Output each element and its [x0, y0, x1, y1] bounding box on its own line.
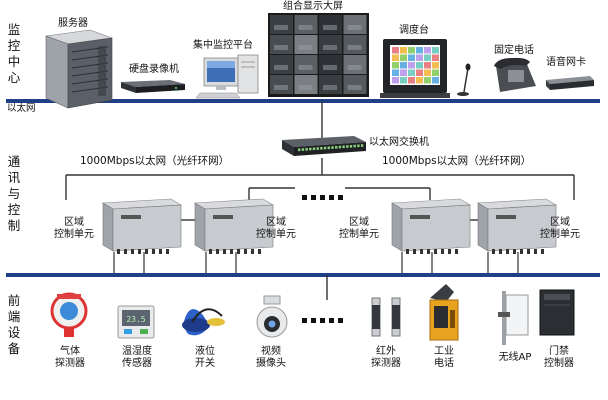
voice-card-label: 语音网卡 [546, 57, 586, 68]
control-unit-label-2: 区域控制单元 [256, 217, 296, 240]
videowall-label: 组合显示大屏 [283, 1, 343, 12]
pc-workstation-icon [195, 54, 259, 99]
ir-label: 红外探测器 [371, 346, 401, 369]
controller-drop-lines [113, 252, 519, 273]
area-control-unit-icon [391, 198, 471, 254]
dvr-label: 硬盘录像机 [129, 64, 179, 75]
server-label: 服务器 [58, 18, 88, 29]
control-unit-label-4: 区域控制单元 [540, 217, 580, 240]
layer-label-comm: 通讯与控制 [7, 154, 21, 233]
infrared-detector-icon [371, 297, 401, 337]
platform-label: 集中监控平台 [193, 40, 253, 51]
ring-label-left: 1000Mbps以太网（光纤环网） [80, 155, 230, 167]
camera-label: 视频摄像头 [256, 346, 286, 369]
ap-label: 无线AP [498, 352, 532, 363]
dispatch-label: 调度台 [399, 25, 429, 36]
ethernet-label: 以太网 [7, 103, 36, 114]
server-icon [45, 29, 113, 109]
ptz-camera-icon [256, 295, 288, 338]
dispatch-console-icon [380, 39, 471, 98]
gas-label: 气体探测器 [55, 346, 85, 369]
access-controller-icon [539, 289, 575, 336]
area-control-unit-icon [102, 198, 182, 254]
ind-phone-label: 工业电话 [434, 346, 454, 369]
control-unit-label-1: 区域控制单元 [54, 217, 94, 240]
industrial-phone-icon [429, 284, 459, 341]
temp-humidity-sensor-icon: 23.5 [117, 305, 155, 339]
liquid-level-switch-icon [182, 308, 225, 336]
wireless-ap-icon [498, 291, 529, 345]
ethernet-switch-icon [282, 136, 366, 156]
gas-detector-icon [50, 292, 88, 337]
control-unit-label-3: 区域控制单元 [339, 217, 379, 240]
temp-label: 温湿度传感器 [122, 346, 152, 369]
ring-label-right: 1000Mbps以太网（光纤环网） [382, 155, 532, 167]
layer-label-monitor: 监控中心 [7, 22, 21, 85]
svg-text:23.5: 23.5 [126, 315, 145, 324]
switch-label: 以太网交换机 [369, 137, 429, 148]
access-label: 门禁控制器 [544, 346, 574, 369]
ring-ellipsis [302, 195, 343, 200]
front-ellipsis [302, 318, 343, 323]
fiber-ring-lines [65, 158, 575, 221]
dvr-icon [121, 80, 185, 93]
phone-label: 固定电话 [494, 45, 534, 56]
video-wall-icon [268, 13, 369, 97]
area-control-unit-icon [477, 198, 557, 254]
area-control-unit-icon [194, 198, 274, 254]
layer-label-front: 前端设备 [7, 293, 21, 356]
desk-phone-icon [494, 57, 536, 92]
voice-card-icon [546, 76, 594, 90]
area-control-units [102, 198, 557, 254]
level-label: 液位开关 [195, 346, 215, 369]
